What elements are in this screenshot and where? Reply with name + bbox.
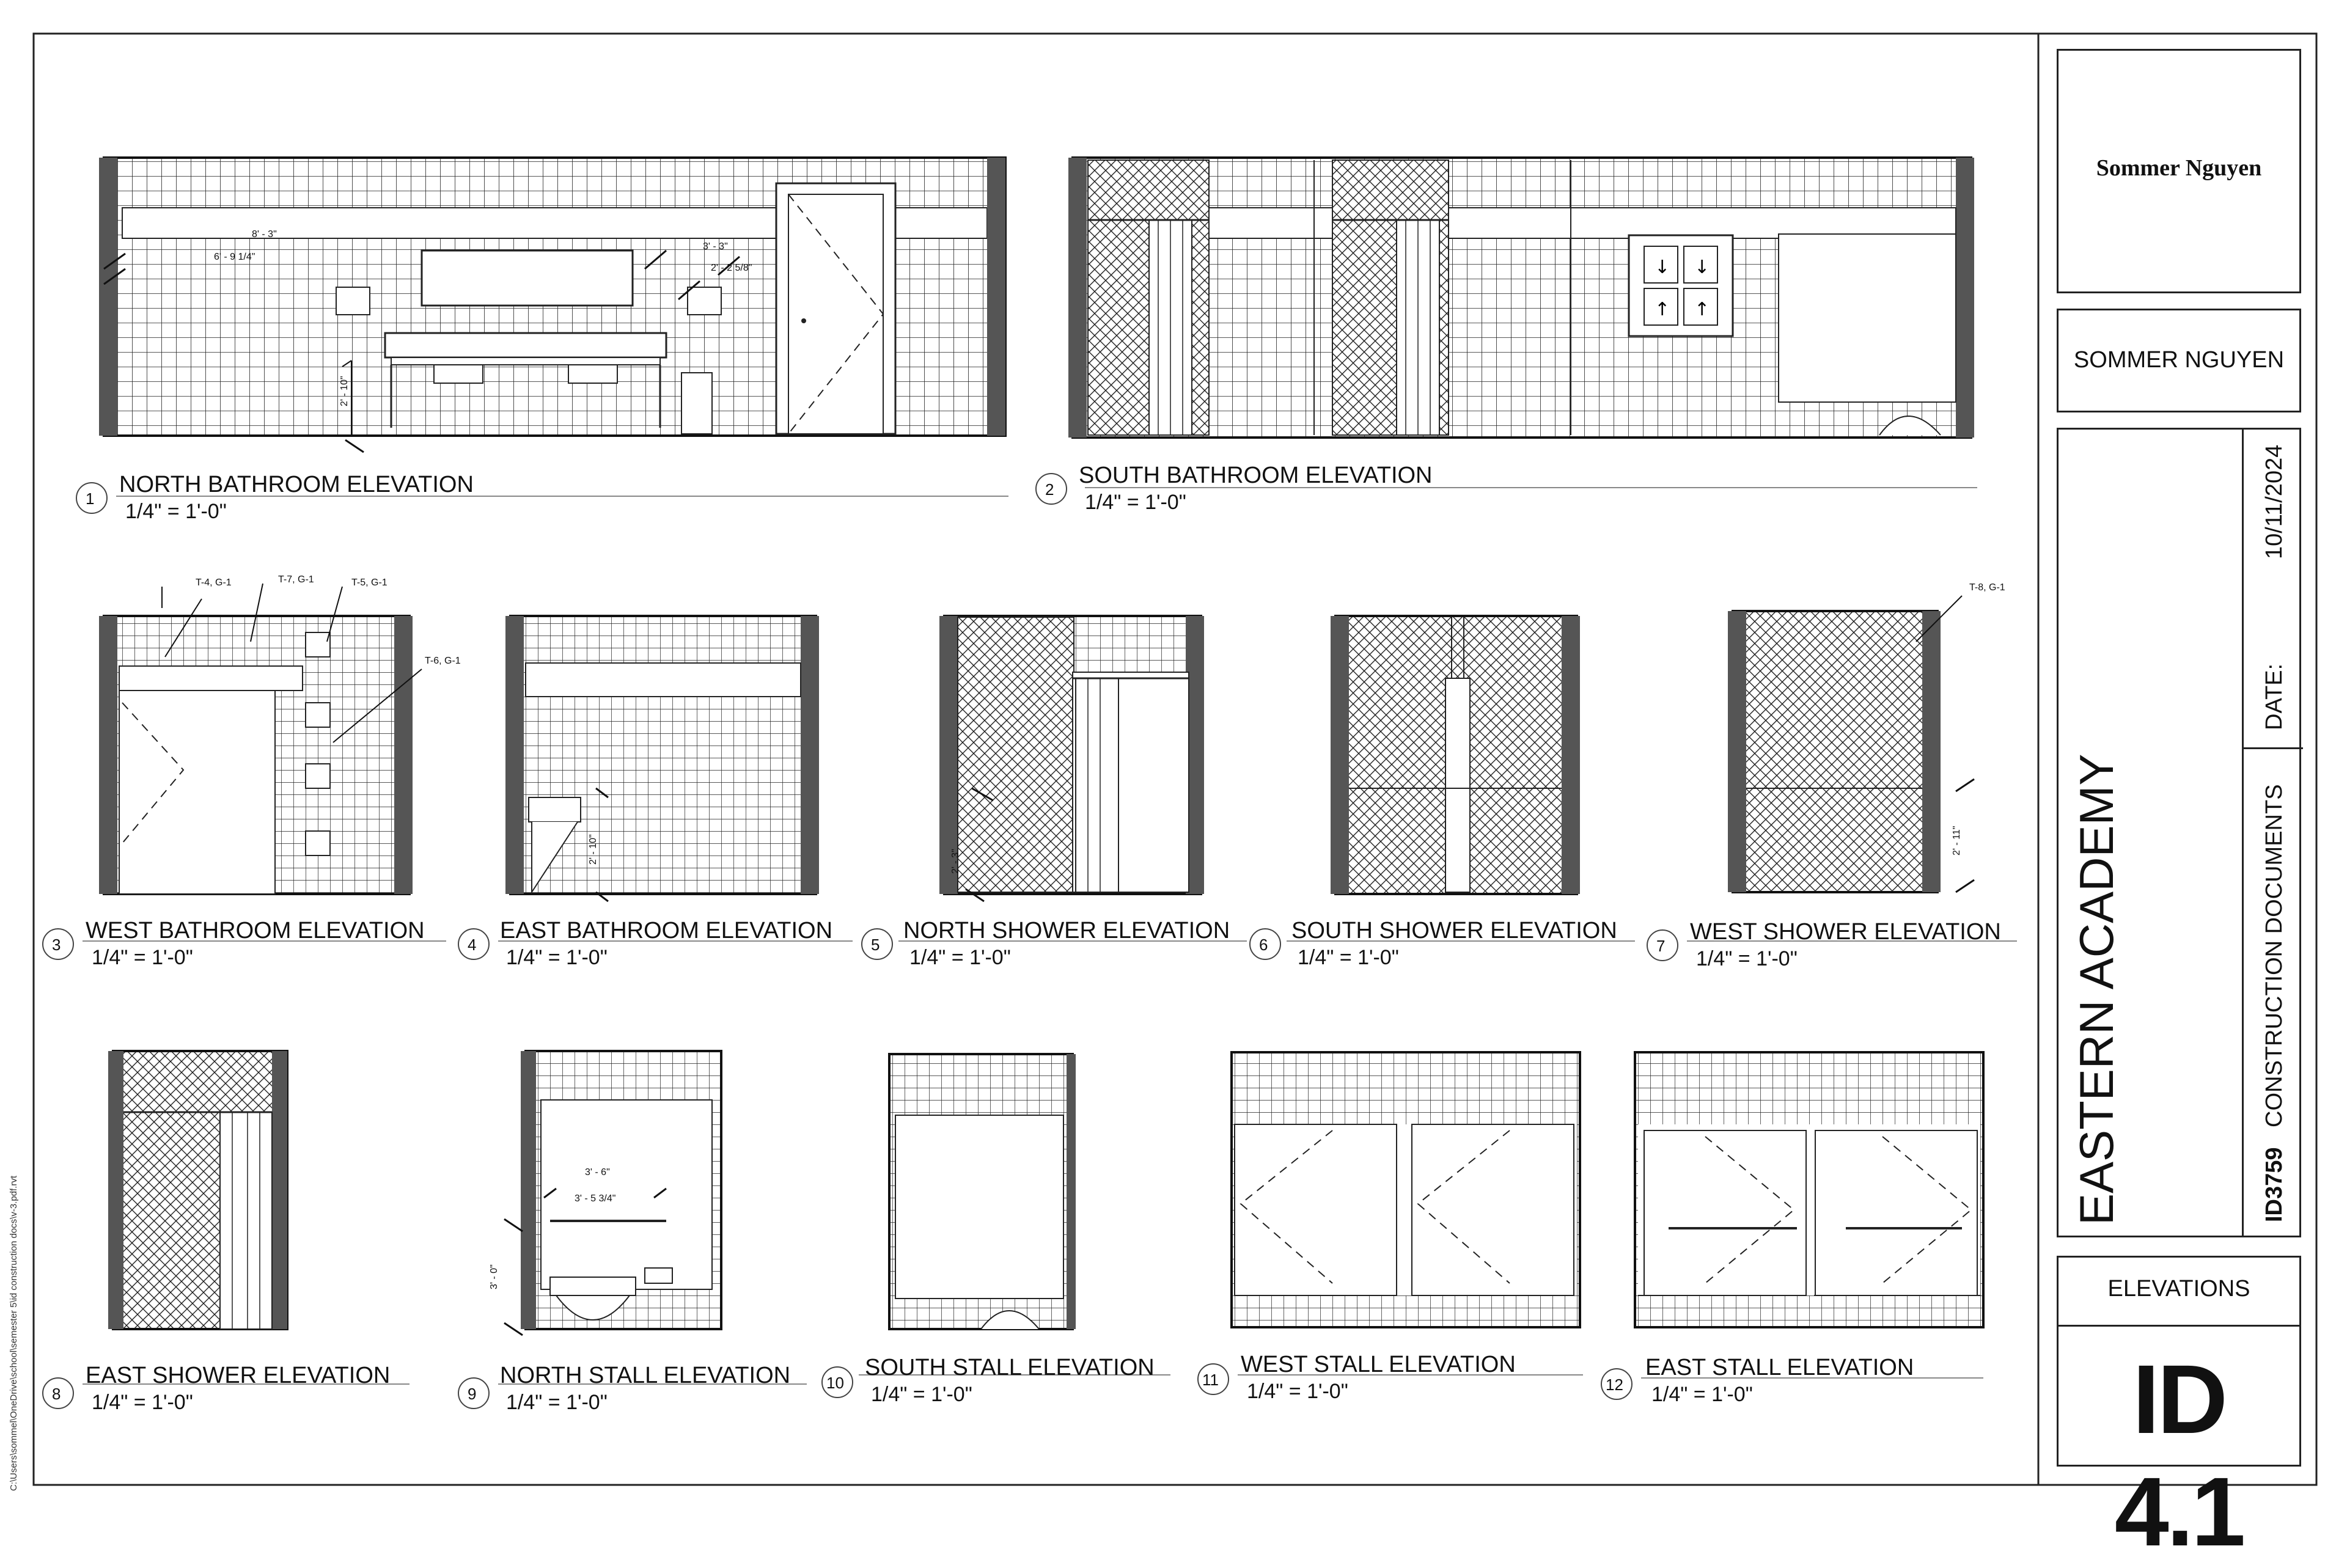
elevation-sheet-drawing: ↓ ↓ ↑ ↑ <box>32 32 2318 1486</box>
sheet-title: ELEVATIONS <box>2107 1276 2250 1302</box>
view-6-scale: 1/4" = 1'-0" <box>1298 946 1399 969</box>
dim-north-shower: 2' - 3" <box>950 849 961 874</box>
tag-west-shower: T-8, G-1 <box>1969 582 2005 593</box>
view-8-number: 8 <box>52 1385 61 1403</box>
view-6-title: SOUTH SHOWER ELEVATION <box>1291 918 1617 943</box>
logo-text: Sommer Nguyen <box>2096 155 2262 181</box>
view-3-title: WEST BATHROOM ELEVATION <box>86 918 425 943</box>
dim-stall-vertical: 3' - 0" <box>489 1264 499 1289</box>
file-path: C:\Users\sommel\OneDrive\school\semester… <box>9 1175 19 1491</box>
view-12-scale: 1/4" = 1'-0" <box>1651 1383 1753 1406</box>
view-5-drawing <box>939 615 1204 903</box>
view-4-drawing <box>505 615 819 903</box>
view-1-scale: 1/4" = 1'-0" <box>125 500 227 523</box>
date-label: DATE: <box>2261 663 2287 730</box>
view-4-scale: 1/4" = 1'-0" <box>506 946 608 969</box>
dim-stall-2: 3' - 5 3/4" <box>575 1193 616 1204</box>
dim-north-right-top: 3' - 3" <box>703 241 728 252</box>
view-title-underlines <box>83 487 2017 1385</box>
view-10-scale: 1/4" = 1'-0" <box>871 1383 972 1406</box>
dim-west-shower: 2' - 11" <box>1952 826 1962 855</box>
view-9-title: NORTH STALL ELEVATION <box>500 1363 791 1388</box>
dim-north-top: 8' - 3" <box>252 229 277 240</box>
sheet-border <box>32 32 2318 1486</box>
dim-north-vertical: 2' - 10" <box>339 376 350 406</box>
svg-text:↑: ↑ <box>1655 299 1670 320</box>
view-8-title: EAST SHOWER ELEVATION <box>86 1363 391 1388</box>
view-10-title: SOUTH STALL ELEVATION <box>865 1355 1155 1380</box>
tag-west-3: T-5, G-1 <box>351 577 387 588</box>
view-8-scale: 1/4" = 1'-0" <box>92 1391 193 1414</box>
view-2-title: SOUTH BATHROOM ELEVATION <box>1079 463 1433 488</box>
view-7-number: 7 <box>1656 937 1666 955</box>
view-3-scale: 1/4" = 1'-0" <box>92 946 193 969</box>
view-2-scale: 1/4" = 1'-0" <box>1085 491 1186 514</box>
view-7-title: WEST SHOWER ELEVATION <box>1690 919 2001 945</box>
view-4-title: EAST BATHROOM ELEVATION <box>500 918 833 943</box>
view-2-drawing: ↓ ↓ ↑ ↑ <box>1068 156 1974 439</box>
view-1-number: 1 <box>86 489 95 508</box>
view-12-number: 12 <box>1606 1376 1623 1394</box>
course-code: ID3759 <box>2261 1147 2287 1222</box>
project-box <box>2057 428 2303 1237</box>
svg-text:↓: ↓ <box>1694 257 1710 278</box>
project-box-divider <box>2242 430 2244 1236</box>
view-1-title: NORTH BATHROOM ELEVATION <box>119 472 474 497</box>
view-11-title: WEST STALL ELEVATION <box>1241 1352 1516 1377</box>
view-9-number: 9 <box>468 1385 477 1403</box>
view-5-title: NORTH SHOWER ELEVATION <box>903 918 1230 943</box>
view-9-scale: 1/4" = 1'-0" <box>506 1391 608 1414</box>
dim-east: 2' - 10" <box>588 834 598 865</box>
view-8-drawing <box>108 1050 288 1330</box>
view-10-drawing <box>888 1053 1076 1330</box>
view-9-drawing <box>504 1050 722 1336</box>
view-7-scale: 1/4" = 1'-0" <box>1696 947 1798 970</box>
view-11-number: 11 <box>1202 1371 1219 1389</box>
dim-north-left: 6' - 9 1/4" <box>214 252 255 262</box>
designer-box: SOMMER NGUYEN <box>2057 309 2301 412</box>
view-4-number: 4 <box>468 936 477 954</box>
view-1-drawing <box>99 156 1007 453</box>
view-10-number: 10 <box>826 1374 844 1392</box>
view-6-drawing <box>1331 615 1580 895</box>
view-11-drawing <box>1230 1051 1581 1328</box>
dim-stall-1: 3' - 6" <box>585 1167 610 1178</box>
view-6-number: 6 <box>1259 936 1268 954</box>
view-7-drawing <box>1728 595 1975 893</box>
view-number-circles <box>42 473 1678 1409</box>
sheet-number: ID 4.1 <box>2114 1344 2246 1566</box>
phase: CONSTRUCTION DOCUMENTS <box>2261 784 2287 1127</box>
view-11-scale: 1/4" = 1'-0" <box>1247 1380 1348 1403</box>
project-name: EASTERN ACADEMY <box>2070 753 2123 1225</box>
sheet-title-divider <box>2059 1325 2299 1327</box>
svg-text:↓: ↓ <box>1655 257 1670 278</box>
svg-text:↑: ↑ <box>1694 299 1710 320</box>
date-divider <box>2242 747 2303 749</box>
tag-west-2: T-7, G-1 <box>278 574 314 585</box>
view-5-scale: 1/4" = 1'-0" <box>909 946 1011 969</box>
view-12-title: EAST STALL ELEVATION <box>1645 1355 1914 1380</box>
tag-west-4: T-6, G-1 <box>425 656 461 666</box>
view-2-number: 2 <box>1045 480 1054 499</box>
view-12-drawing <box>1634 1051 1985 1328</box>
designer-name: SOMMER NGUYEN <box>2073 347 2285 373</box>
view-3-drawing <box>99 583 422 895</box>
date-value: 10/11/2024 <box>2261 444 2287 559</box>
dim-north-right-bottom: 2' - 2 5/8" <box>711 263 752 273</box>
sheet-title-box: ELEVATIONS ID 4.1 <box>2057 1256 2301 1566</box>
logo-box: Sommer Nguyen <box>2057 49 2301 293</box>
view-3-number: 3 <box>52 936 61 954</box>
view-5-number: 5 <box>871 936 880 954</box>
tag-west-1: T-4, G-1 <box>196 577 232 588</box>
